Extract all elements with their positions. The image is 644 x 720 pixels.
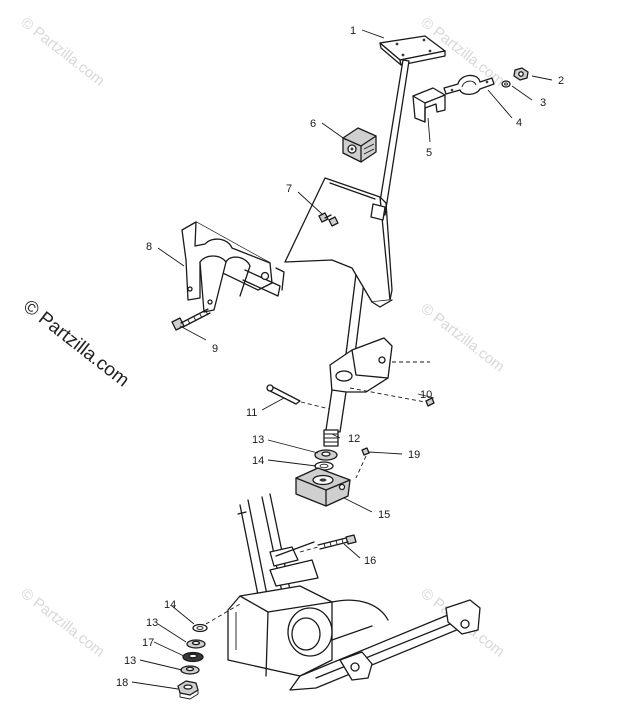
leader-lines	[131, 29, 553, 690]
part-10-bolt	[349, 387, 435, 407]
callout-4: 4	[516, 117, 522, 129]
frame-upright	[237, 493, 319, 606]
callout-13-lower: 13	[124, 655, 136, 667]
part-16-bolt	[299, 534, 357, 553]
part-13-washer-upper	[314, 449, 338, 461]
frame-rail	[289, 599, 481, 691]
callout-7: 7	[286, 183, 292, 195]
callout-2: 2	[558, 75, 564, 87]
callout-labels: 1 2 3 4 5 6 7 8 9 10 11 12 13 19 14 15 1…	[116, 25, 564, 689]
callout-15: 15	[378, 509, 390, 521]
callout-14-lower: 14	[164, 599, 176, 611]
callout-14-upper: 14	[252, 455, 264, 467]
part-5-bracket	[412, 87, 446, 123]
callout-12: 12	[348, 433, 360, 445]
callout-5: 5	[426, 147, 432, 159]
column-lower-shaft	[323, 389, 347, 447]
frame-lower-box	[227, 585, 333, 677]
callout-6: 6	[310, 118, 316, 130]
dash-housing	[284, 177, 393, 308]
callout-19: 19	[408, 449, 420, 461]
part-1-handlebar-plate	[379, 35, 446, 66]
part-13-washer-middle	[186, 639, 206, 649]
part-7-screws	[318, 212, 339, 227]
callout-9: 9	[212, 343, 218, 355]
part-15-bearing-block	[295, 467, 351, 507]
callout-13-middle: 13	[146, 617, 158, 629]
column-mount-plate	[329, 337, 430, 393]
part-19-screw	[355, 447, 370, 479]
callout-8: 8	[146, 241, 152, 253]
part-2-nut	[513, 67, 529, 81]
callout-10: 10	[420, 389, 432, 401]
part-14-washer-lower	[192, 603, 241, 633]
callout-17: 17	[142, 637, 154, 649]
callout-13-upper: 13	[252, 434, 264, 446]
part-6-rubber-block	[342, 127, 377, 163]
part-18-nut	[177, 680, 199, 700]
callout-1: 1	[350, 25, 356, 37]
callout-16: 16	[364, 555, 376, 567]
part-4-clamp	[443, 74, 495, 96]
part-3-washer	[501, 80, 511, 88]
callout-3: 3	[540, 97, 546, 109]
part-13-washer-lower	[180, 665, 200, 675]
part-8-bracket	[181, 221, 285, 313]
part-17-spacer	[182, 651, 204, 663]
callout-11: 11	[246, 407, 257, 419]
callout-18: 18	[116, 677, 128, 689]
